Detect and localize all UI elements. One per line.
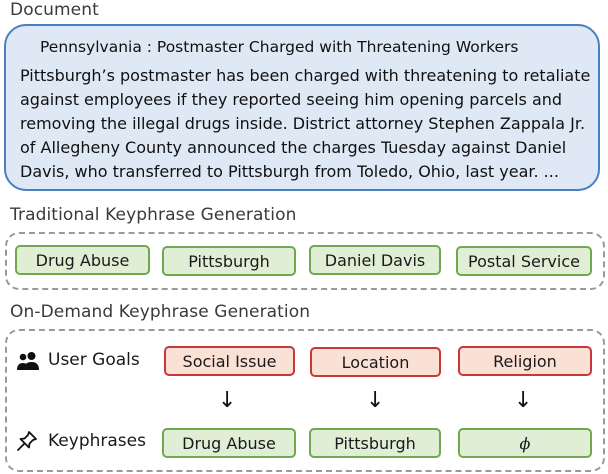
traditional-keyphrase-chip: Daniel Davis: [309, 245, 441, 275]
user-goal-chip: Religion: [458, 346, 592, 376]
document-body-line: removing the illegal drugs inside. Distr…: [20, 114, 586, 133]
down-arrow-icon: ↓: [514, 388, 533, 413]
user-goals-label: User Goals: [48, 350, 140, 370]
down-arrow-icon: ↓: [218, 388, 237, 413]
traditional-section-label: Traditional Keyphrase Generation: [10, 205, 297, 225]
keyphrases-label: Keyphrases: [48, 431, 146, 451]
document-title: Pennsylvania : Postmaster Charged with T…: [40, 38, 519, 56]
user-goal-chip: Social Issue: [164, 346, 295, 376]
document-body-line: Davis, who transferred to Pittsburgh fro…: [20, 162, 559, 181]
on-demand-section-label: On-Demand Keyphrase Generation: [10, 302, 311, 322]
empty-keyphrase-chip: ϕ: [458, 428, 592, 458]
traditional-keyphrase-chip: Postal Service: [456, 246, 592, 276]
document-body-line: against employees if they reported seein…: [20, 90, 563, 109]
user-goal-chip: Location: [310, 347, 441, 377]
document-box: [4, 24, 600, 191]
traditional-keyphrase-chip: Drug Abuse: [15, 245, 150, 275]
down-arrow-icon: ↓: [366, 388, 385, 413]
on-demand-keyphrase-box: [5, 329, 605, 472]
traditional-keyphrase-chip: Pittsburgh: [162, 246, 296, 276]
traditional-keyphrase-box: [5, 232, 605, 290]
generated-keyphrase-chip: Drug Abuse: [162, 428, 296, 458]
users-icon: [17, 352, 39, 370]
generated-keyphrase-chip: Pittsburgh: [309, 428, 441, 458]
pin-icon: [17, 431, 37, 451]
document-body-line: of Allegheny County announced the charge…: [20, 138, 567, 157]
document-body-line: Pittsburgh’s postmaster has been charged…: [20, 66, 591, 85]
document-section-label: Document: [10, 0, 99, 20]
document-body: Pittsburgh’s postmaster has been charged…: [20, 64, 591, 184]
